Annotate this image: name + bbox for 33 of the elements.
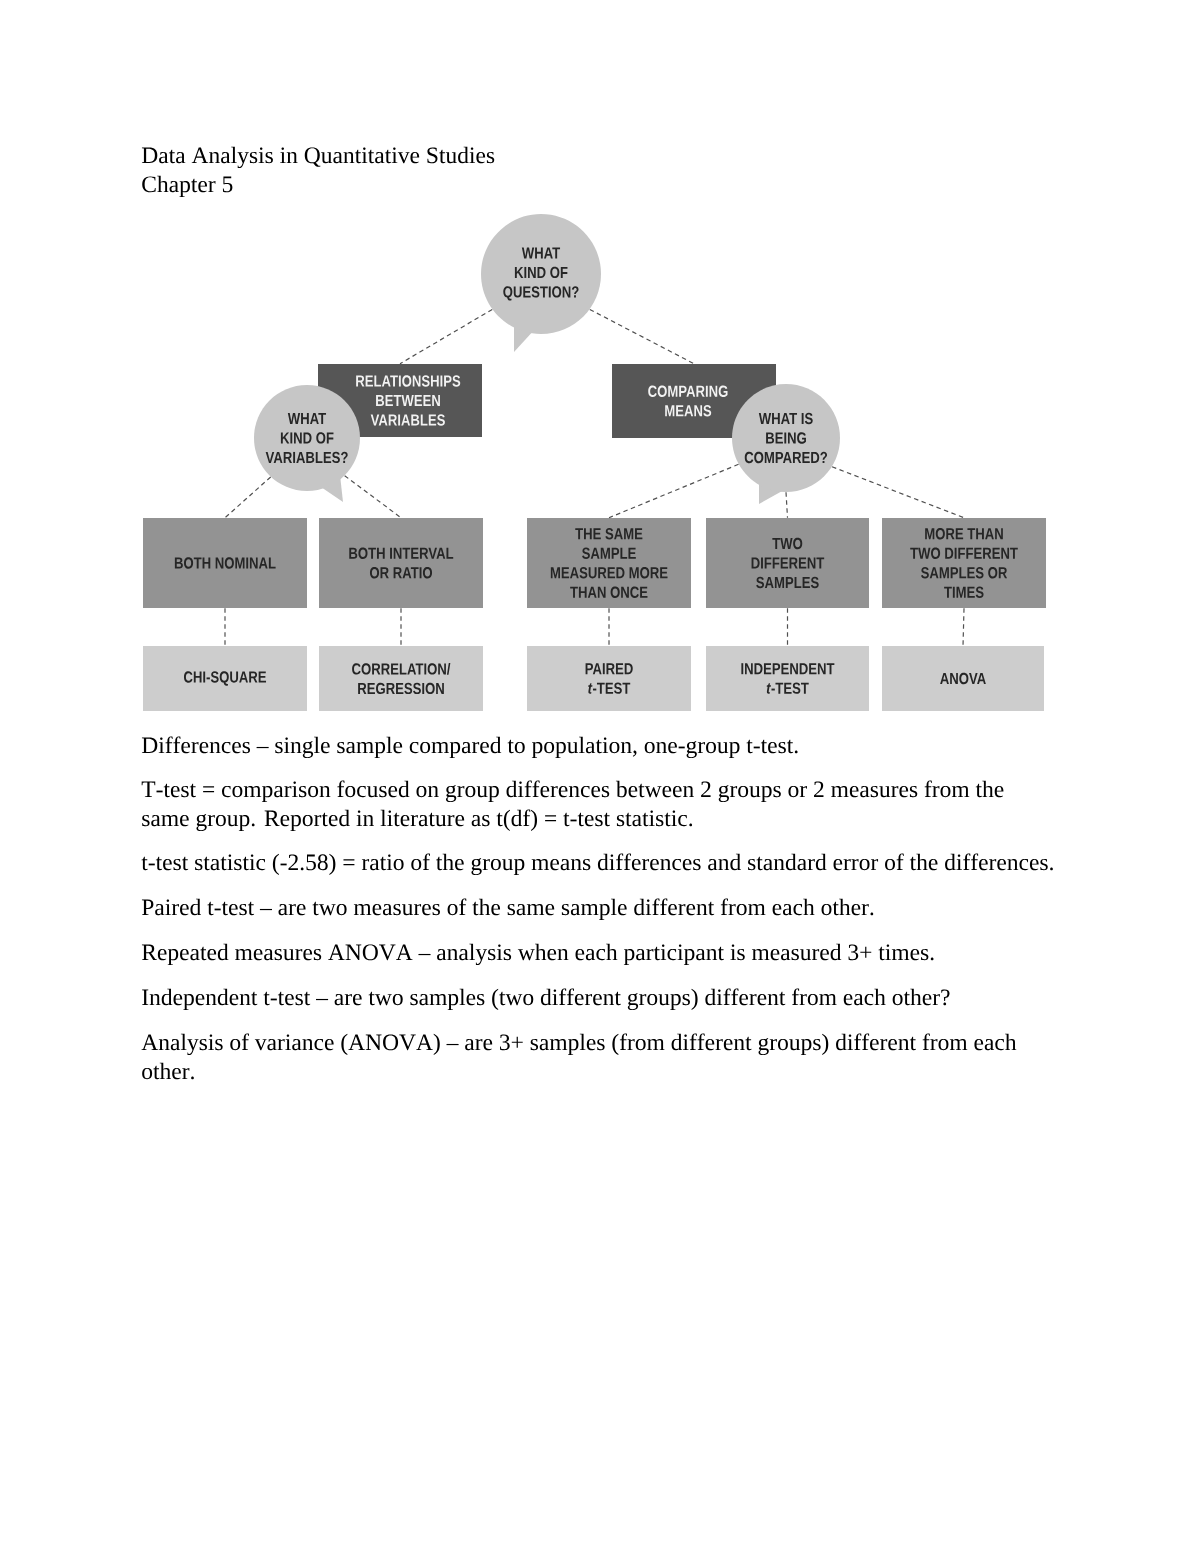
connector-line — [786, 607, 789, 647]
speech-bubble: WHAT IS BEING COMPARED? — [732, 384, 840, 504]
connector-line — [224, 476, 272, 519]
speech-bubble: WHAT KIND OF QUESTION? — [481, 214, 601, 352]
condition-box: BOTH NOMINAL — [143, 518, 307, 608]
condition-box: MORE THAN TWO DIFFERENT SAMPLES OR TIMES — [882, 518, 1046, 608]
test-box: CHI-SQUARE — [143, 646, 307, 711]
connector-line — [224, 607, 226, 647]
condition-box: TWO DIFFERENT SAMPLES — [706, 518, 869, 608]
note-paragraph: Differences – single sample compared to population, one-group t-test. — [141, 736, 798, 759]
test-box: INDEPENDENT t-TEST — [706, 646, 869, 711]
note-paragraph: Analysis of variance (ANOVA) – are 3+ samples (from different groups) different from each other. — [141, 1033, 1017, 1080]
connector-line — [608, 607, 610, 647]
connector-line — [399, 308, 493, 365]
test-box: ANOVA — [882, 646, 1044, 711]
note-paragraph: T-test = comparison focused on group differences between 2 groups or 2 measures from the same group. Reported in literature as t(df) = t-test statistic. — [141, 780, 1004, 832]
connector-line — [589, 308, 695, 365]
test-box: PAIRED t-TEST — [527, 646, 691, 711]
note-paragraph: Repeated measures ANOVA – analysis when each participant is measured 3+ times. — [141, 943, 934, 966]
note-paragraph: Independent t-test – are two samples (two different groups) different from each other? — [142, 988, 950, 1011]
connector-line — [400, 607, 402, 647]
page-title: Data Analysis in Quantitative Studies — [141, 146, 495, 169]
condition-box: THE SAME SAMPLE MEASURED MORE THAN ONCE — [527, 518, 691, 608]
condition-box: BOTH INTERVAL OR RATIO — [319, 518, 483, 608]
test-box: CORRELATION/ REGRESSION — [319, 646, 483, 711]
subheading-text: Chapter 5 — [142, 175, 233, 197]
connector-line — [608, 463, 740, 519]
note-paragraph: Paired t-test – are two measures of the same sample different from each other. — [141, 898, 874, 920]
connector-line — [344, 475, 402, 519]
connector-line — [785, 491, 789, 519]
connector-line — [962, 607, 965, 647]
note-paragraph: t-test statistic (-2.58) = ratio of the group means differences and standard error of the differences. — [141, 853, 1053, 876]
connector-line — [831, 466, 965, 519]
